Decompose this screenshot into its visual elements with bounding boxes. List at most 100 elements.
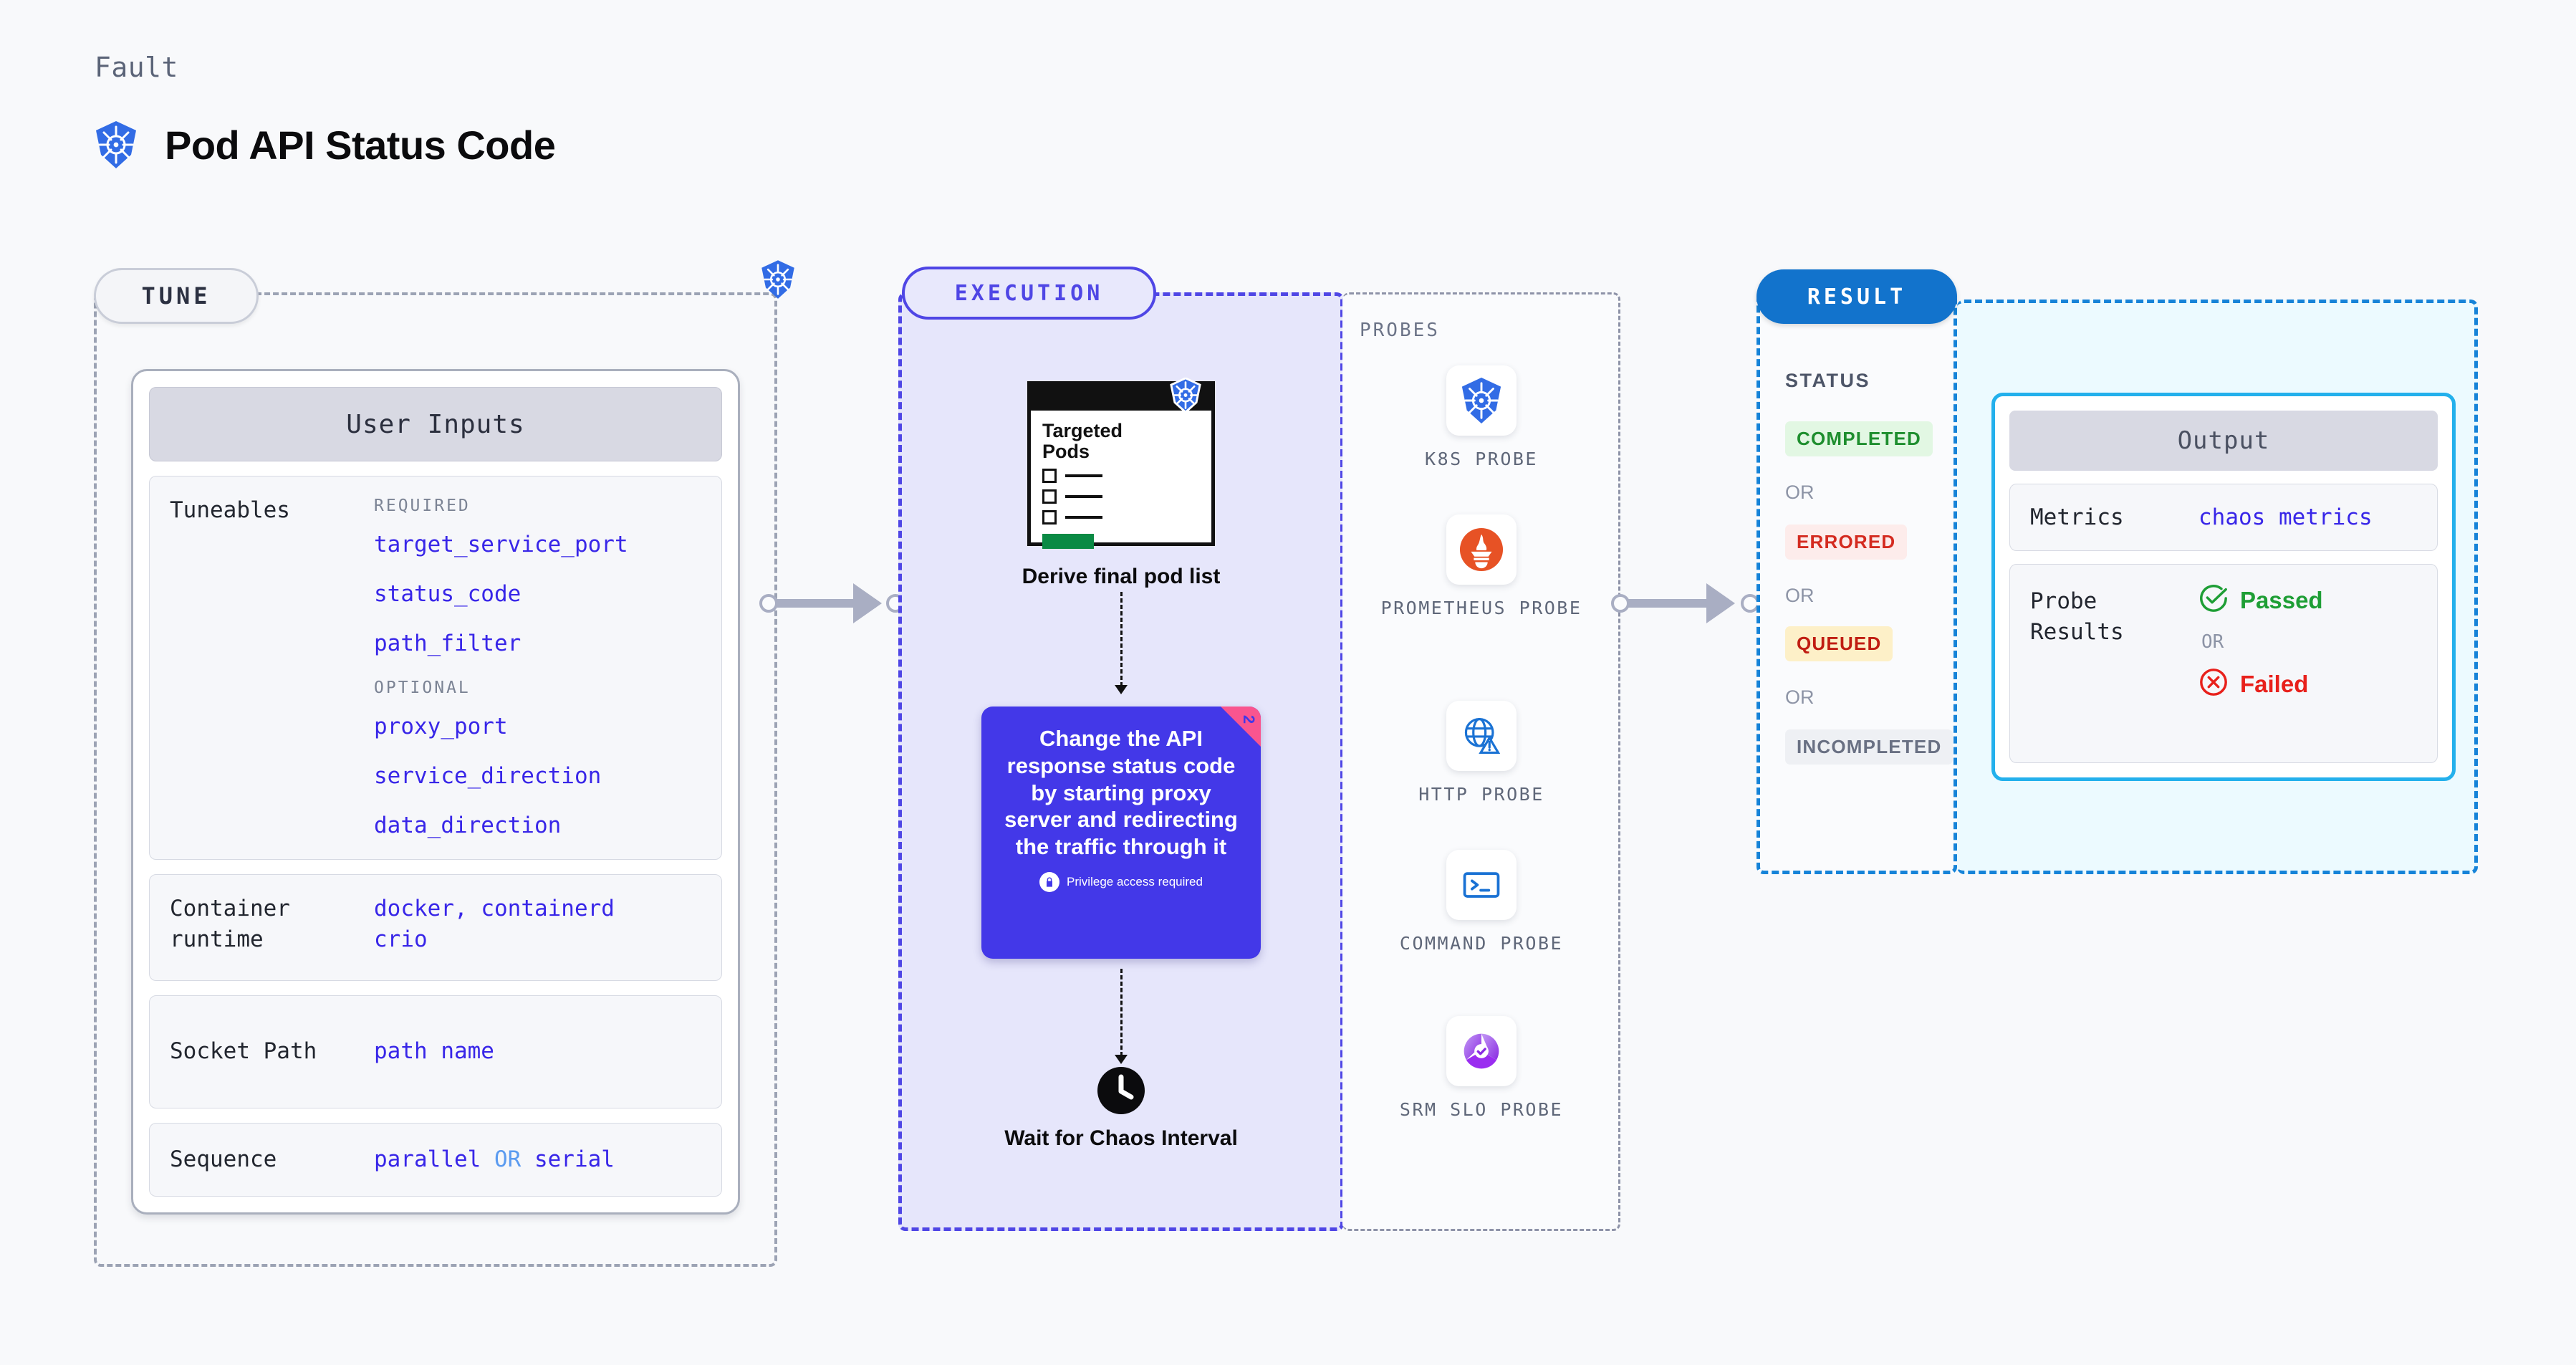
globe-warning-icon: [1446, 701, 1517, 771]
check-circle-icon: [2198, 583, 2229, 617]
status-label: STATUS: [1785, 370, 1870, 391]
user-inputs-card: User Inputs Tuneables REQUIRED target_se…: [131, 369, 740, 1215]
x-circle-icon: [2198, 667, 2229, 701]
kubernetes-icon: [93, 120, 139, 169]
passed-label: Passed: [2240, 586, 2323, 613]
sequence-label: Sequence: [170, 1146, 277, 1173]
tuneable-target-service-port[interactable]: target_service_port: [374, 531, 628, 557]
socket-path-row: Socket Path path name: [149, 995, 722, 1108]
probe-results-label-text: Probe Results: [2030, 588, 2124, 645]
failed-label: Failed: [2240, 670, 2309, 697]
targeted-pods-title-line1: Targeted: [1042, 420, 1123, 441]
probe-result-failed: Failed: [2198, 667, 2323, 701]
targeted-pods-title-line2: Pods: [1042, 441, 1090, 463]
kubernetes-icon: [1169, 377, 1202, 416]
sequence-serial: serial: [534, 1146, 615, 1173]
checkbox-icon: [1042, 469, 1057, 484]
or-label: OR: [2201, 631, 2224, 653]
tune-section: [94, 292, 777, 1267]
kubernetes-icon: [1446, 365, 1517, 436]
tuneables-row: Tuneables REQUIRED target_service_port s…: [149, 476, 722, 861]
probe-command-label: COMMAND PROBE: [1399, 933, 1564, 954]
or-label: OR: [1785, 482, 1815, 503]
execution-pill[interactable]: EXECUTION: [902, 267, 1156, 320]
terminal-icon: [1446, 850, 1517, 920]
probe-command[interactable]: COMMAND PROBE: [1342, 850, 1620, 956]
list-line: [1065, 474, 1102, 478]
tuneable-data-direction[interactable]: data_direction: [374, 812, 562, 838]
derive-pod-list-caption: Derive final pod list: [1022, 565, 1221, 588]
checkbox-icon: [1042, 489, 1057, 504]
wait-interval-caption: Wait for Chaos Interval: [1004, 1126, 1238, 1150]
metrics-value: chaos metrics: [2198, 504, 2373, 530]
tuneables-group-optional-title: OPTIONAL: [374, 679, 471, 698]
output-card: Output Metrics chaos metrics Probe Resul…: [1991, 393, 2456, 781]
pod-list-item: [1042, 469, 1200, 484]
page-eyebrow: Fault: [95, 52, 178, 83]
probe-k8s[interactable]: K8S PROBE: [1342, 365, 1620, 471]
probes-title: PROBES: [1360, 320, 1440, 341]
pod-list-item: [1042, 510, 1200, 525]
metrics-label: Metrics: [2030, 504, 2124, 530]
tuneable-status-code[interactable]: status_code: [374, 580, 522, 607]
tuneable-proxy-port[interactable]: proxy_port: [374, 714, 508, 739]
lock-icon: [1039, 872, 1060, 893]
tuneables-list: REQUIRED target_service_port status_code…: [374, 495, 628, 840]
tune-pill[interactable]: TUNE: [94, 268, 259, 324]
container-runtime-label: Container runtime: [170, 896, 290, 953]
runtime-separator: ,: [453, 896, 468, 922]
tuneables-label: Tuneables: [170, 497, 290, 524]
result-pill[interactable]: RESULT: [1756, 269, 1957, 324]
targeted-pods-card: Targeted Pods: [1027, 381, 1215, 550]
status-badge-errored: ERRORED: [1785, 525, 1908, 560]
page-title-row: Pod API Status Code: [93, 120, 556, 169]
sequence-row: Sequence parallel OR serial: [149, 1122, 722, 1197]
privilege-note: Privilege access required: [1000, 872, 1242, 893]
socket-path-value: path name: [374, 1038, 494, 1065]
svg-text:2: 2: [1240, 715, 1258, 724]
checkbox-icon: [1042, 510, 1057, 525]
status-badge-completed: COMPLETED: [1785, 421, 1933, 456]
container-runtime-row: Container runtime docker, containerd cri…: [149, 874, 722, 981]
probe-result-passed: Passed: [2198, 583, 2323, 617]
runtime-docker: docker: [374, 896, 454, 922]
probe-prometheus[interactable]: PROMETHEUS PROBE: [1342, 514, 1620, 621]
action-description: Change the API response status code by s…: [1004, 726, 1238, 860]
step-number-ribbon: 2: [1221, 707, 1261, 747]
action-card: 2 Change the API response status code by…: [981, 707, 1261, 959]
socket-path-label: Socket Path: [170, 1038, 317, 1065]
list-line: [1065, 516, 1102, 519]
runtime-containerd: containerd: [481, 896, 615, 922]
pod-list-item: [1042, 489, 1200, 504]
flow-arrowhead-1: [1115, 685, 1128, 694]
container-runtime-values: docker, containerd crio: [374, 894, 615, 961]
probe-k8s-label: K8S PROBE: [1425, 449, 1538, 469]
or-label: OR: [1785, 585, 1815, 606]
probe-results-label: Probe Results: [2030, 583, 2198, 744]
flow-arrow-2: [1120, 969, 1123, 1056]
kubernetes-icon: [759, 259, 797, 303]
list-line: [1065, 495, 1102, 499]
privilege-label: Privilege access required: [1067, 875, 1203, 889]
sequence-parallel: parallel: [374, 1146, 481, 1173]
tuneables-group-required-title: REQUIRED: [374, 497, 471, 516]
probe-http-label: HTTP PROBE: [1418, 784, 1544, 805]
tuneable-service-direction[interactable]: service_direction: [374, 762, 602, 789]
srm-slo-icon: [1446, 1016, 1517, 1086]
output-title: Output: [2009, 411, 2438, 471]
status-badge-queued: QUEUED: [1785, 626, 1893, 661]
clock-icon: [1097, 1066, 1145, 1115]
tuneable-path-filter[interactable]: path_filter: [374, 630, 522, 656]
runtime-crio: crio: [374, 926, 428, 953]
flow-arrowhead-2: [1115, 1055, 1128, 1064]
status-badge-incompleted: INCOMPLETED: [1785, 729, 1953, 765]
probe-srm-slo[interactable]: SRM SLO PROBE: [1342, 1016, 1620, 1122]
or-label: OR: [1785, 686, 1815, 708]
flow-arrow-1: [1120, 592, 1123, 686]
sequence-values: parallel OR serial: [374, 1144, 615, 1175]
prometheus-icon: [1446, 514, 1517, 585]
probe-prometheus-label: PROMETHEUS PROBE: [1380, 598, 1582, 618]
probe-results-row: Probe Results Passed OR: [2009, 564, 2438, 763]
user-inputs-title: User Inputs: [149, 387, 722, 462]
probe-http[interactable]: HTTP PROBE: [1342, 701, 1620, 807]
